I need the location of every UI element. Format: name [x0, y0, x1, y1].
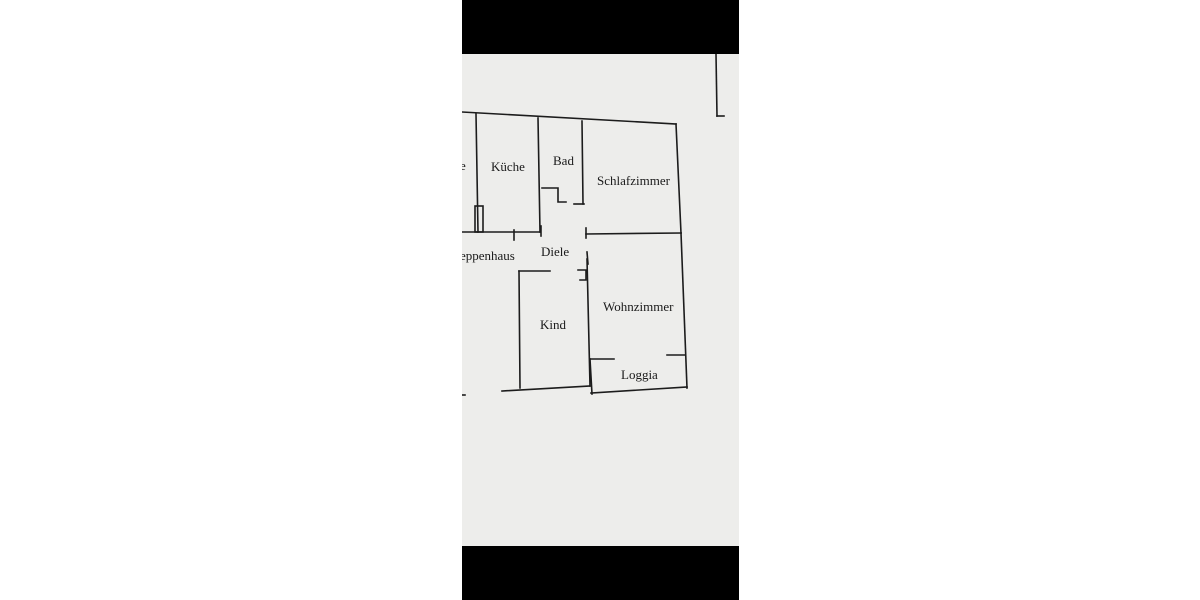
floorplan-walls	[462, 54, 725, 396]
kueche-bad-wall	[537, 117, 541, 233]
kueche-door-post	[474, 205, 484, 233]
diele-door	[577, 269, 587, 281]
bad-schlaf-wall	[581, 120, 584, 205]
room-label-wohnzimmer: Wohnzimmer	[603, 299, 674, 314]
loggia-bottom-wall	[590, 386, 688, 394]
kueche-wall-left	[475, 113, 479, 233]
floorplan-paper: e Küche Bad Schlafzimmer eppenhaus Diele…	[462, 54, 739, 546]
room-label-schlafzimmer: Schlafzimmer	[597, 173, 670, 188]
kind-left-wall	[518, 270, 521, 389]
room-label-kueche: Küche	[491, 159, 525, 174]
outer-right-line	[715, 54, 718, 117]
room-label-loggia: Loggia	[621, 367, 658, 382]
room-label-treppenhaus: eppenhaus	[462, 248, 515, 263]
right-wall-upper	[675, 123, 682, 234]
right-wall-lower	[680, 232, 688, 389]
kind-wohn-wall	[586, 258, 591, 387]
wohn-wall-top-left	[586, 251, 589, 265]
schlaf-bottom-wall	[585, 232, 682, 235]
room-label-cut-left: e	[462, 158, 466, 173]
room-label-kind: Kind	[540, 317, 566, 332]
room-label-bad: Bad	[553, 153, 574, 168]
loggia-left-wall	[589, 358, 593, 395]
room-label-diele: Diele	[541, 244, 570, 259]
top-wall	[462, 111, 677, 125]
bad-door	[541, 187, 567, 203]
kind-bottom-wall	[501, 385, 591, 392]
